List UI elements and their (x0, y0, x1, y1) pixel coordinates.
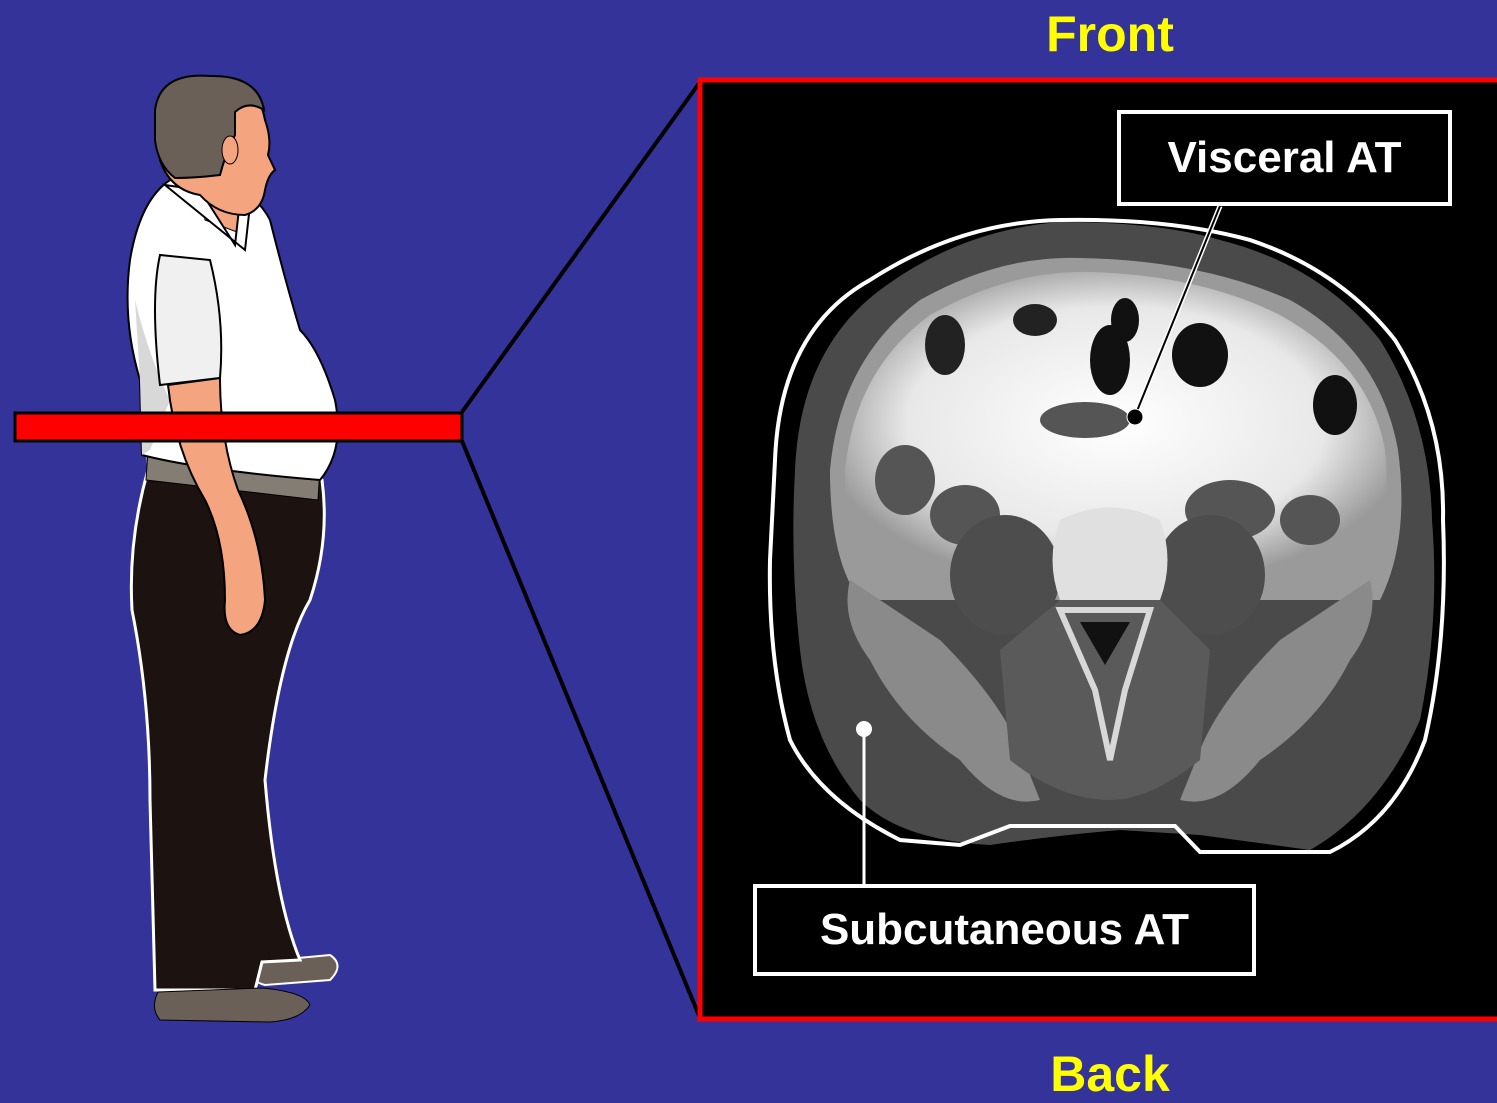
man-figure (128, 76, 338, 1022)
ct-scan-panel (700, 80, 1497, 1019)
projection-line-top (462, 82, 700, 412)
subcutaneous-callout-dot (856, 721, 872, 737)
slice-bar (15, 413, 462, 441)
projection-line-bottom (462, 441, 700, 1018)
visceral-at-label: Visceral AT (1117, 110, 1452, 206)
back-label: Back (1010, 1045, 1210, 1103)
visceral-callout-dot (1127, 409, 1143, 425)
front-label: Front (1010, 5, 1210, 63)
subcutaneous-at-label: Subcutaneous AT (753, 884, 1256, 976)
